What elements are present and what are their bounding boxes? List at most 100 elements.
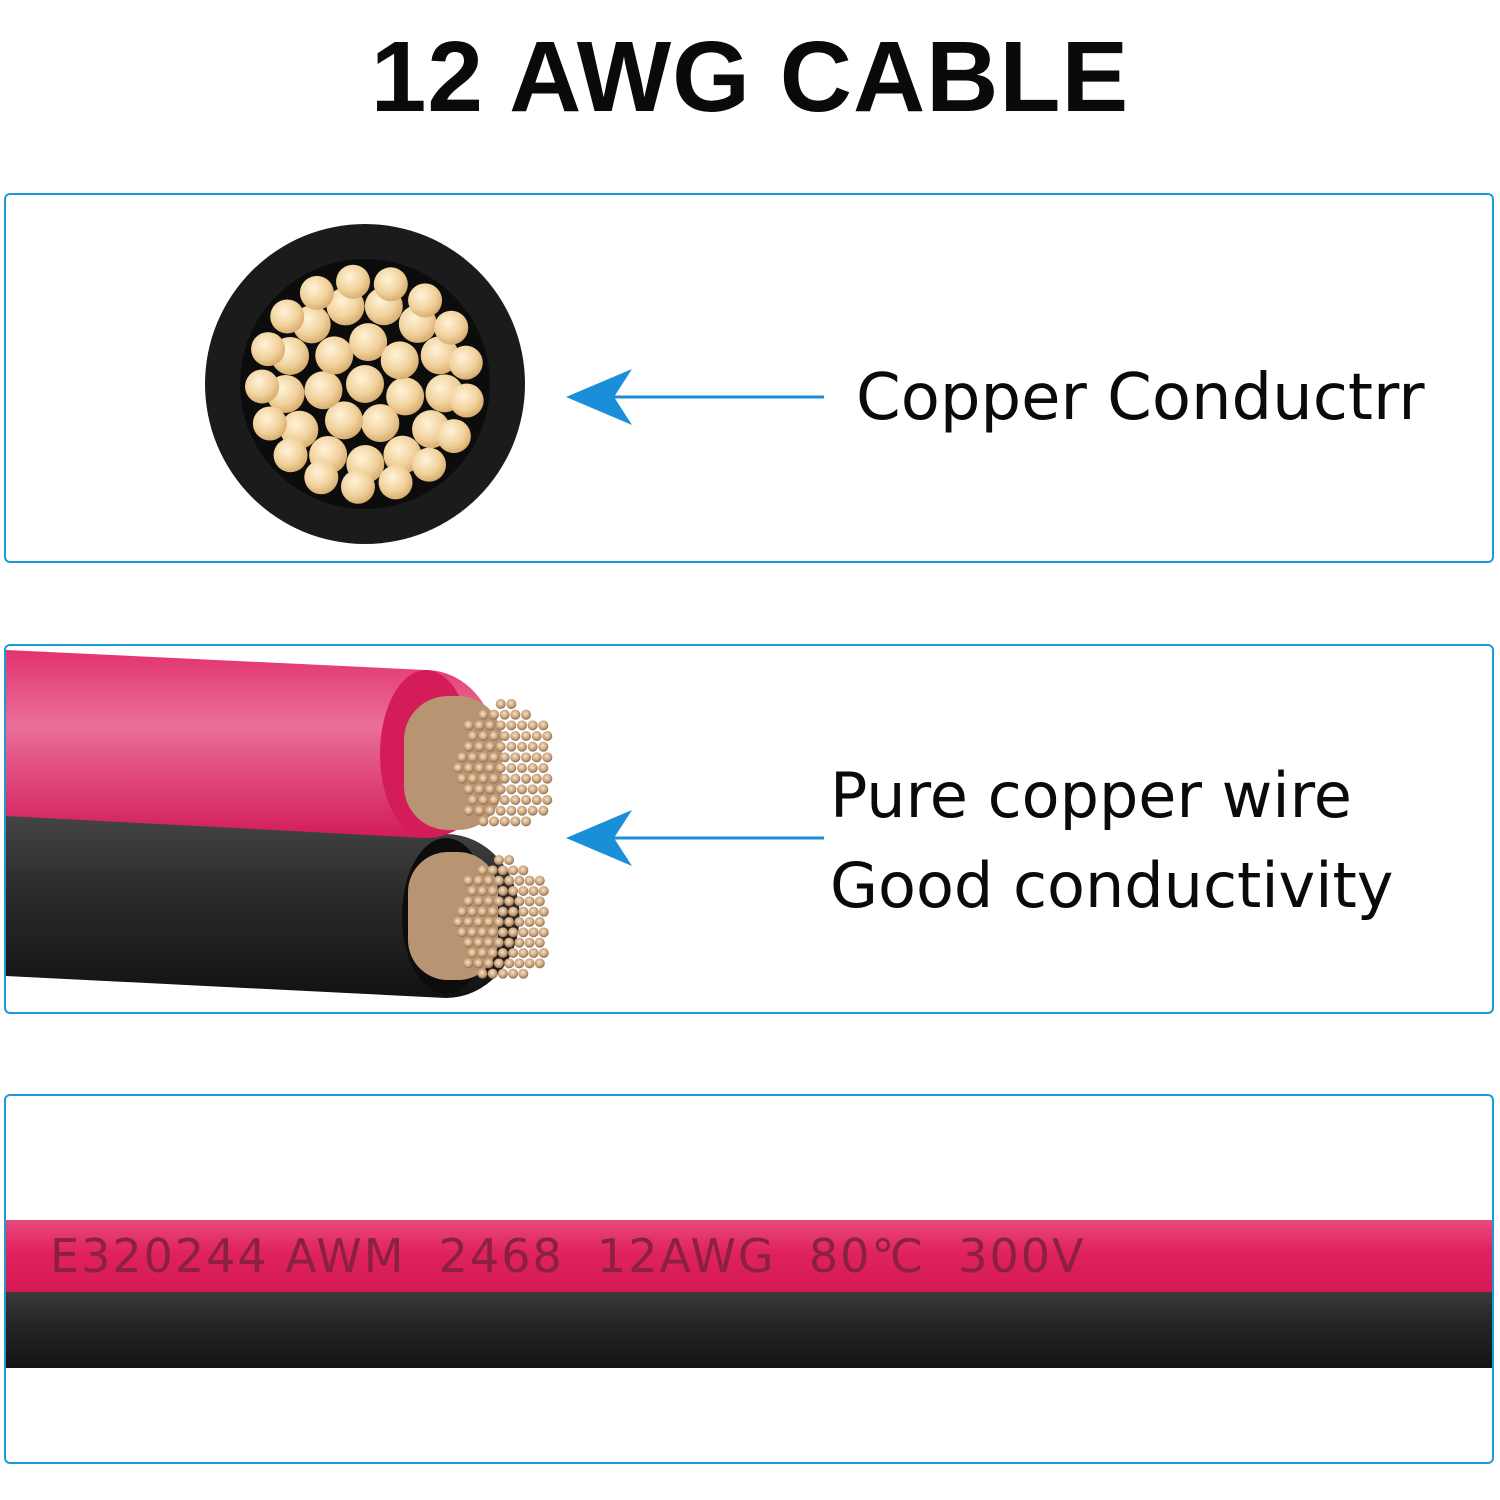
copper-strand-end (453, 763, 463, 773)
copper-strand-end (499, 731, 510, 741)
copper-strand-end (504, 917, 515, 927)
copper-strand-end (487, 886, 498, 896)
copper-strand-end (467, 731, 478, 741)
copper-strand-end (506, 741, 517, 752)
copper-strand-end (478, 752, 489, 763)
copper-strand-end (527, 805, 538, 816)
cable-cross-section-illustration (205, 224, 525, 544)
copper-strand-end (518, 927, 529, 938)
copper-strand-end (474, 741, 485, 752)
copper-strand-end (508, 948, 519, 958)
good-conductivity-text: Good conductivity (830, 849, 1394, 922)
copper-strand-end (508, 865, 519, 876)
copper-strand (304, 371, 343, 410)
copper-strand-end (478, 731, 489, 741)
copper-strand-end (457, 752, 467, 763)
copper-strand-end (510, 795, 521, 805)
copper-strand-end (506, 763, 517, 773)
copper-strand-end (493, 855, 504, 865)
copper-strand (434, 310, 469, 345)
copper-strand-end (521, 795, 531, 805)
copper-strand-end (534, 875, 545, 886)
copper-strand-end (473, 958, 484, 969)
copper-strand-end (524, 896, 535, 907)
copper-strand-end (538, 906, 549, 917)
copper-strand (270, 299, 305, 334)
copper-strand-end (524, 875, 535, 886)
copper-strand-end (478, 773, 489, 784)
copper-strand-end (521, 752, 531, 763)
copper-strand-end (487, 865, 498, 876)
copper-strand (324, 401, 363, 440)
copper-strand-end (497, 927, 508, 938)
copper-strand-end (510, 709, 521, 720)
copper-strand-end (499, 795, 510, 805)
copper-strand-end (473, 937, 484, 948)
copper-strand-end (483, 958, 494, 969)
copper-strand-end (473, 896, 484, 907)
red-cable-band (6, 1220, 1492, 1292)
copper-strand (252, 406, 287, 441)
copper-strand (436, 419, 471, 454)
copper-strand-end (463, 958, 474, 969)
copper-strand-end (538, 927, 549, 938)
copper-strand-end (499, 752, 510, 763)
page-title: 12 AWG CABLE (370, 21, 1130, 133)
copper-strand-end (518, 968, 529, 979)
copper-strand-end (499, 709, 510, 720)
copper-strand-end (542, 773, 553, 784)
copper-strand (448, 345, 483, 380)
copper-strand-end (528, 948, 539, 958)
copper-strand-end (517, 741, 527, 752)
copper-strand-end (463, 784, 474, 795)
copper-strand-end (504, 855, 515, 865)
copper-strand (336, 264, 371, 299)
copper-strand-end (463, 937, 474, 948)
copper-strand-end (473, 875, 484, 886)
copper-strand-end (485, 763, 495, 773)
copper-strand-end (474, 805, 485, 816)
copper-strand-end (483, 937, 494, 948)
copper-strand-end (493, 937, 504, 948)
copper-strand-end (467, 773, 478, 784)
copper-strand (386, 377, 425, 416)
copper-strand-end (514, 917, 525, 927)
copper-strand-end (487, 948, 498, 958)
copper-strand (373, 267, 408, 302)
copper-strand-end (487, 927, 498, 938)
copper-strand-end (534, 896, 545, 907)
copper-strand-end (457, 906, 467, 917)
copper-strand-end (495, 741, 506, 752)
copper-strand-end (463, 896, 474, 907)
copper-strand-end (510, 816, 521, 827)
copper-strand-end (506, 720, 517, 731)
copper-strand-end (528, 927, 539, 938)
copper-strand (273, 438, 308, 473)
copper-strand-end (495, 805, 506, 816)
copper-strand-end (521, 731, 531, 741)
copper-strand-ends-black (453, 855, 549, 979)
copper-strand (408, 283, 443, 318)
copper-strand-end (489, 773, 499, 784)
copper-strand-end (493, 958, 504, 969)
copper-strand-end (463, 763, 474, 773)
copper-strand (299, 275, 334, 310)
copper-strand-end (457, 773, 467, 784)
copper-strand-end (528, 906, 539, 917)
copper-strand-end (504, 958, 515, 969)
copper-strand-end (485, 720, 495, 731)
copper-strand (412, 447, 447, 482)
copper-strand-end (514, 875, 525, 886)
copper-strand-end (495, 699, 506, 709)
copper-strand-end (497, 968, 508, 979)
copper-strand-end (531, 752, 542, 763)
copper-strand-end (487, 906, 498, 917)
copper-strand-end (499, 773, 510, 784)
copper-strand-end (463, 917, 474, 927)
copper-strand-end (477, 865, 488, 876)
copper-strand-end (499, 816, 510, 827)
copper-strand-end (527, 784, 538, 795)
copper-strand-end (508, 886, 519, 896)
copper-strand-end (504, 875, 515, 886)
copper-strand-end (521, 816, 531, 827)
